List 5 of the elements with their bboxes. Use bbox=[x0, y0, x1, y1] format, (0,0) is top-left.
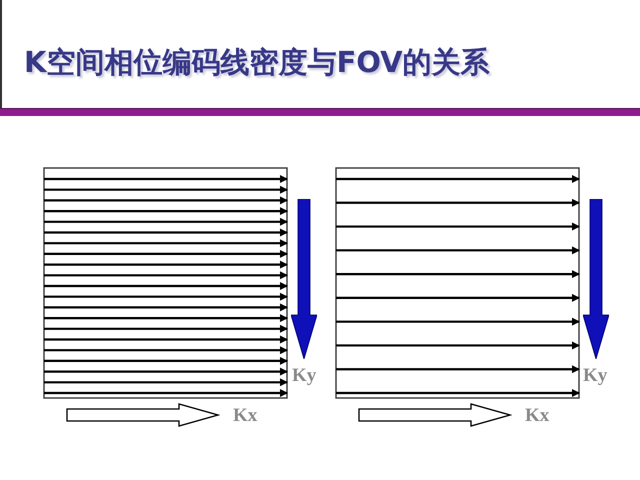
slide-title: K空间相位编码线密度与FOV的关系 bbox=[24, 44, 490, 80]
axis-label: Ky bbox=[583, 366, 608, 386]
axis-label: Ky bbox=[292, 366, 316, 386]
axis-label: Kx bbox=[233, 406, 258, 426]
axis-label: Kx bbox=[525, 406, 550, 426]
